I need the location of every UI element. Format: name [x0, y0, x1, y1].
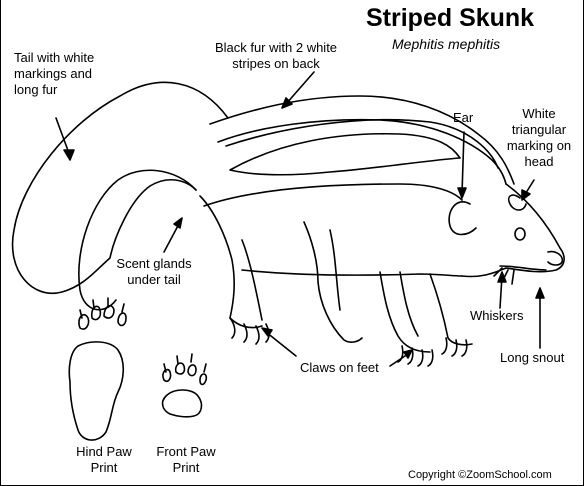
frame-border — [0, 0, 584, 486]
diagram-canvas: Striped Skunk Mephitis mephitis Tail wit… — [0, 0, 584, 486]
